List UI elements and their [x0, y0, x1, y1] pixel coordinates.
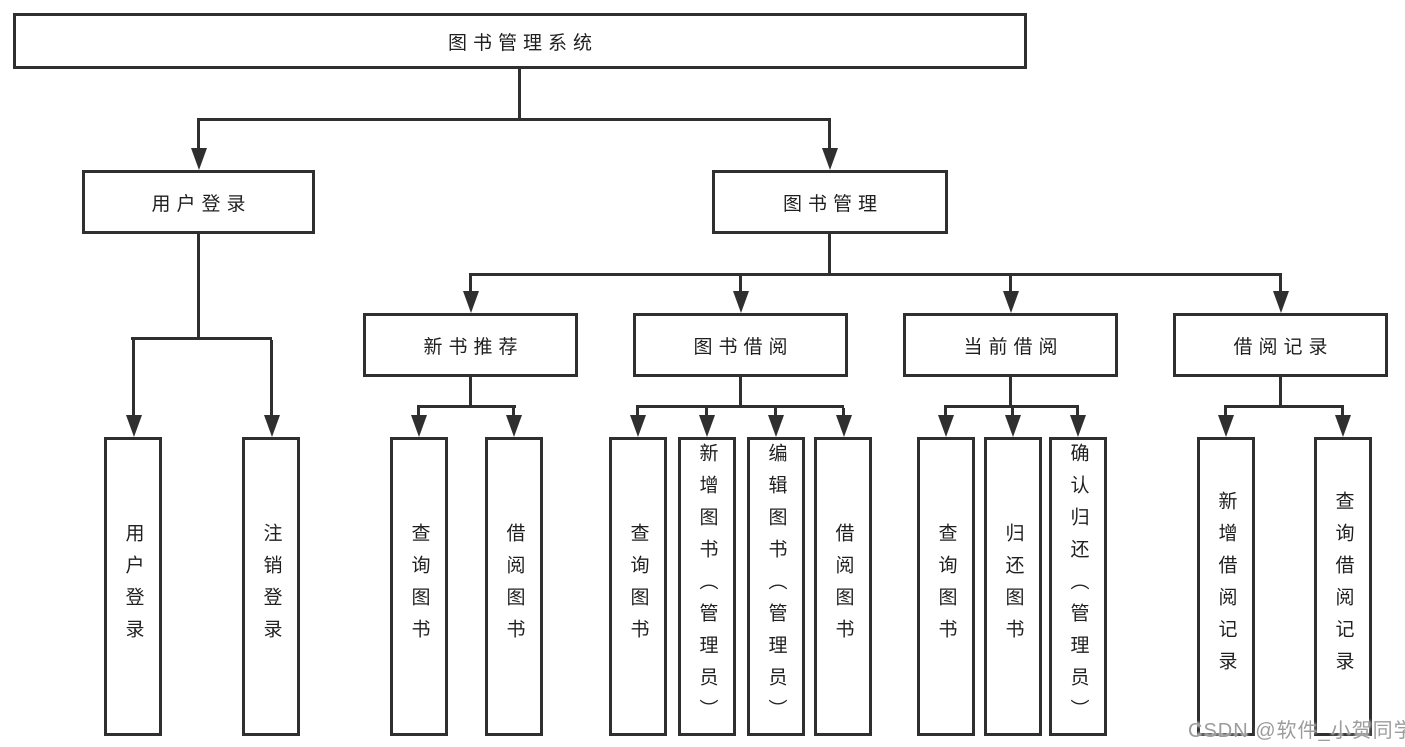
node-label: 图书管理系统: [447, 32, 598, 54]
leaf-label: 确认归还（管理员）: [1067, 442, 1089, 731]
leaf-label: 查询图书: [627, 522, 649, 651]
leaf-logout-login: 注销登录: [242, 437, 300, 736]
arrow-down-to-new-book-recommendation: [469, 276, 472, 291]
arrow-down-to-borrow-books-2: [842, 408, 845, 415]
arrow-down-to-edit-books: [774, 408, 777, 415]
arrow-down-to-borrowing-records: [1279, 276, 1282, 291]
connector-borrowing-records-vertical-line: [1279, 377, 1282, 408]
arrow-down-to-return-books: [1011, 408, 1014, 415]
node-borrowing-records: 借阅记录: [1173, 313, 1388, 377]
connector-new-book-horizontal-line: [417, 405, 516, 408]
leaf-return-books: 归还图书: [984, 437, 1042, 736]
leaf-label: 新增图书（管理员）: [696, 442, 718, 731]
arrow-down-to-user-login: [197, 121, 200, 148]
arrow-down-to-borrow-books-1: [512, 408, 515, 415]
leaf-user-login: 用户登录: [104, 437, 162, 736]
leaf-label: 编辑图书（管理员）: [765, 442, 787, 731]
leaf-label: 注销登录: [260, 522, 282, 651]
node-label: 图书管理: [782, 193, 883, 215]
leaf-label: 新增借阅记录: [1215, 490, 1237, 683]
connector-current-borrowing-vertical-line: [1009, 377, 1012, 408]
arrow-down-to-logout-leaf: [270, 340, 273, 415]
node-label: 新书推荐: [423, 336, 524, 358]
arrow-down-to-book-management: [828, 121, 831, 148]
arrow-down-to-query-books-3: [944, 408, 947, 415]
connector-book-management-vertical-line: [828, 234, 831, 276]
connector-book-borrowing-horizontal-line: [636, 405, 844, 408]
leaf-label: 查询图书: [408, 522, 430, 651]
leaf-edit-books-admin: 编辑图书（管理员）: [747, 437, 805, 736]
node-label: 当前借阅: [963, 336, 1064, 358]
node-book-borrowing: 图书借阅: [633, 313, 848, 377]
connector-book-borrowing-vertical-line: [739, 377, 742, 408]
leaf-query-books-1: 查询图书: [390, 437, 448, 736]
connector-new-book-vertical-line: [469, 377, 472, 408]
leaf-add-books-admin: 新增图书（管理员）: [678, 437, 736, 736]
arrow-down-to-confirm-return: [1076, 408, 1079, 415]
leaf-label: 查询借阅记录: [1332, 490, 1354, 683]
leaf-label: 查询图书: [935, 522, 957, 651]
connector-root-horizontal-line: [197, 118, 831, 121]
leaf-query-borrowing-record: 查询借阅记录: [1314, 437, 1372, 736]
node-library-management-system: 图书管理系统: [13, 13, 1027, 69]
arrow-down-to-current-borrowing: [1009, 276, 1012, 291]
arrow-down-to-user-login-leaf: [132, 340, 135, 415]
connector-borrowing-records-horizontal-line: [1224, 405, 1344, 408]
node-new-book-recommendation: 新书推荐: [363, 313, 578, 377]
node-user-login: 用户登录: [82, 170, 315, 234]
leaf-confirm-return-admin: 确认归还（管理员）: [1049, 437, 1107, 736]
node-current-borrowing: 当前借阅: [903, 313, 1118, 377]
leaf-borrow-books-2: 借阅图书: [814, 437, 872, 736]
node-book-management: 图书管理: [712, 170, 948, 234]
watermark-csdn: CSDN @软件_小贺同学: [1188, 720, 1405, 742]
connector-current-borrowing-horizontal-line: [944, 405, 1079, 408]
arrow-down-to-query-books-1: [417, 408, 420, 415]
leaf-query-books-3: 查询图书: [917, 437, 975, 736]
leaf-label: 借阅图书: [832, 522, 854, 651]
arrow-down-to-add-borrow-record: [1224, 408, 1227, 415]
connector-root-vertical-line: [518, 69, 521, 121]
node-label: 图书借阅: [693, 336, 794, 358]
arrow-down-to-add-books: [705, 408, 708, 415]
leaf-label: 用户登录: [122, 522, 144, 651]
node-label: 用户登录: [151, 193, 252, 215]
leaf-query-books-2: 查询图书: [609, 437, 667, 736]
arrow-down-to-query-borrow-record: [1341, 408, 1344, 415]
connector-user-login-vertical-line: [197, 234, 200, 340]
arrow-down-to-query-books-2: [636, 408, 639, 415]
connector-user-login-horizontal-line: [131, 337, 272, 340]
arrow-down-to-book-borrowing: [739, 276, 742, 291]
leaf-add-borrowing-record: 新增借阅记录: [1197, 437, 1255, 736]
leaf-borrow-books-1: 借阅图书: [485, 437, 543, 736]
leaf-label: 归还图书: [1002, 522, 1024, 651]
node-label: 借阅记录: [1233, 336, 1334, 358]
connector-book-management-horizontal-line: [469, 273, 1282, 276]
leaf-label: 借阅图书: [503, 522, 525, 651]
